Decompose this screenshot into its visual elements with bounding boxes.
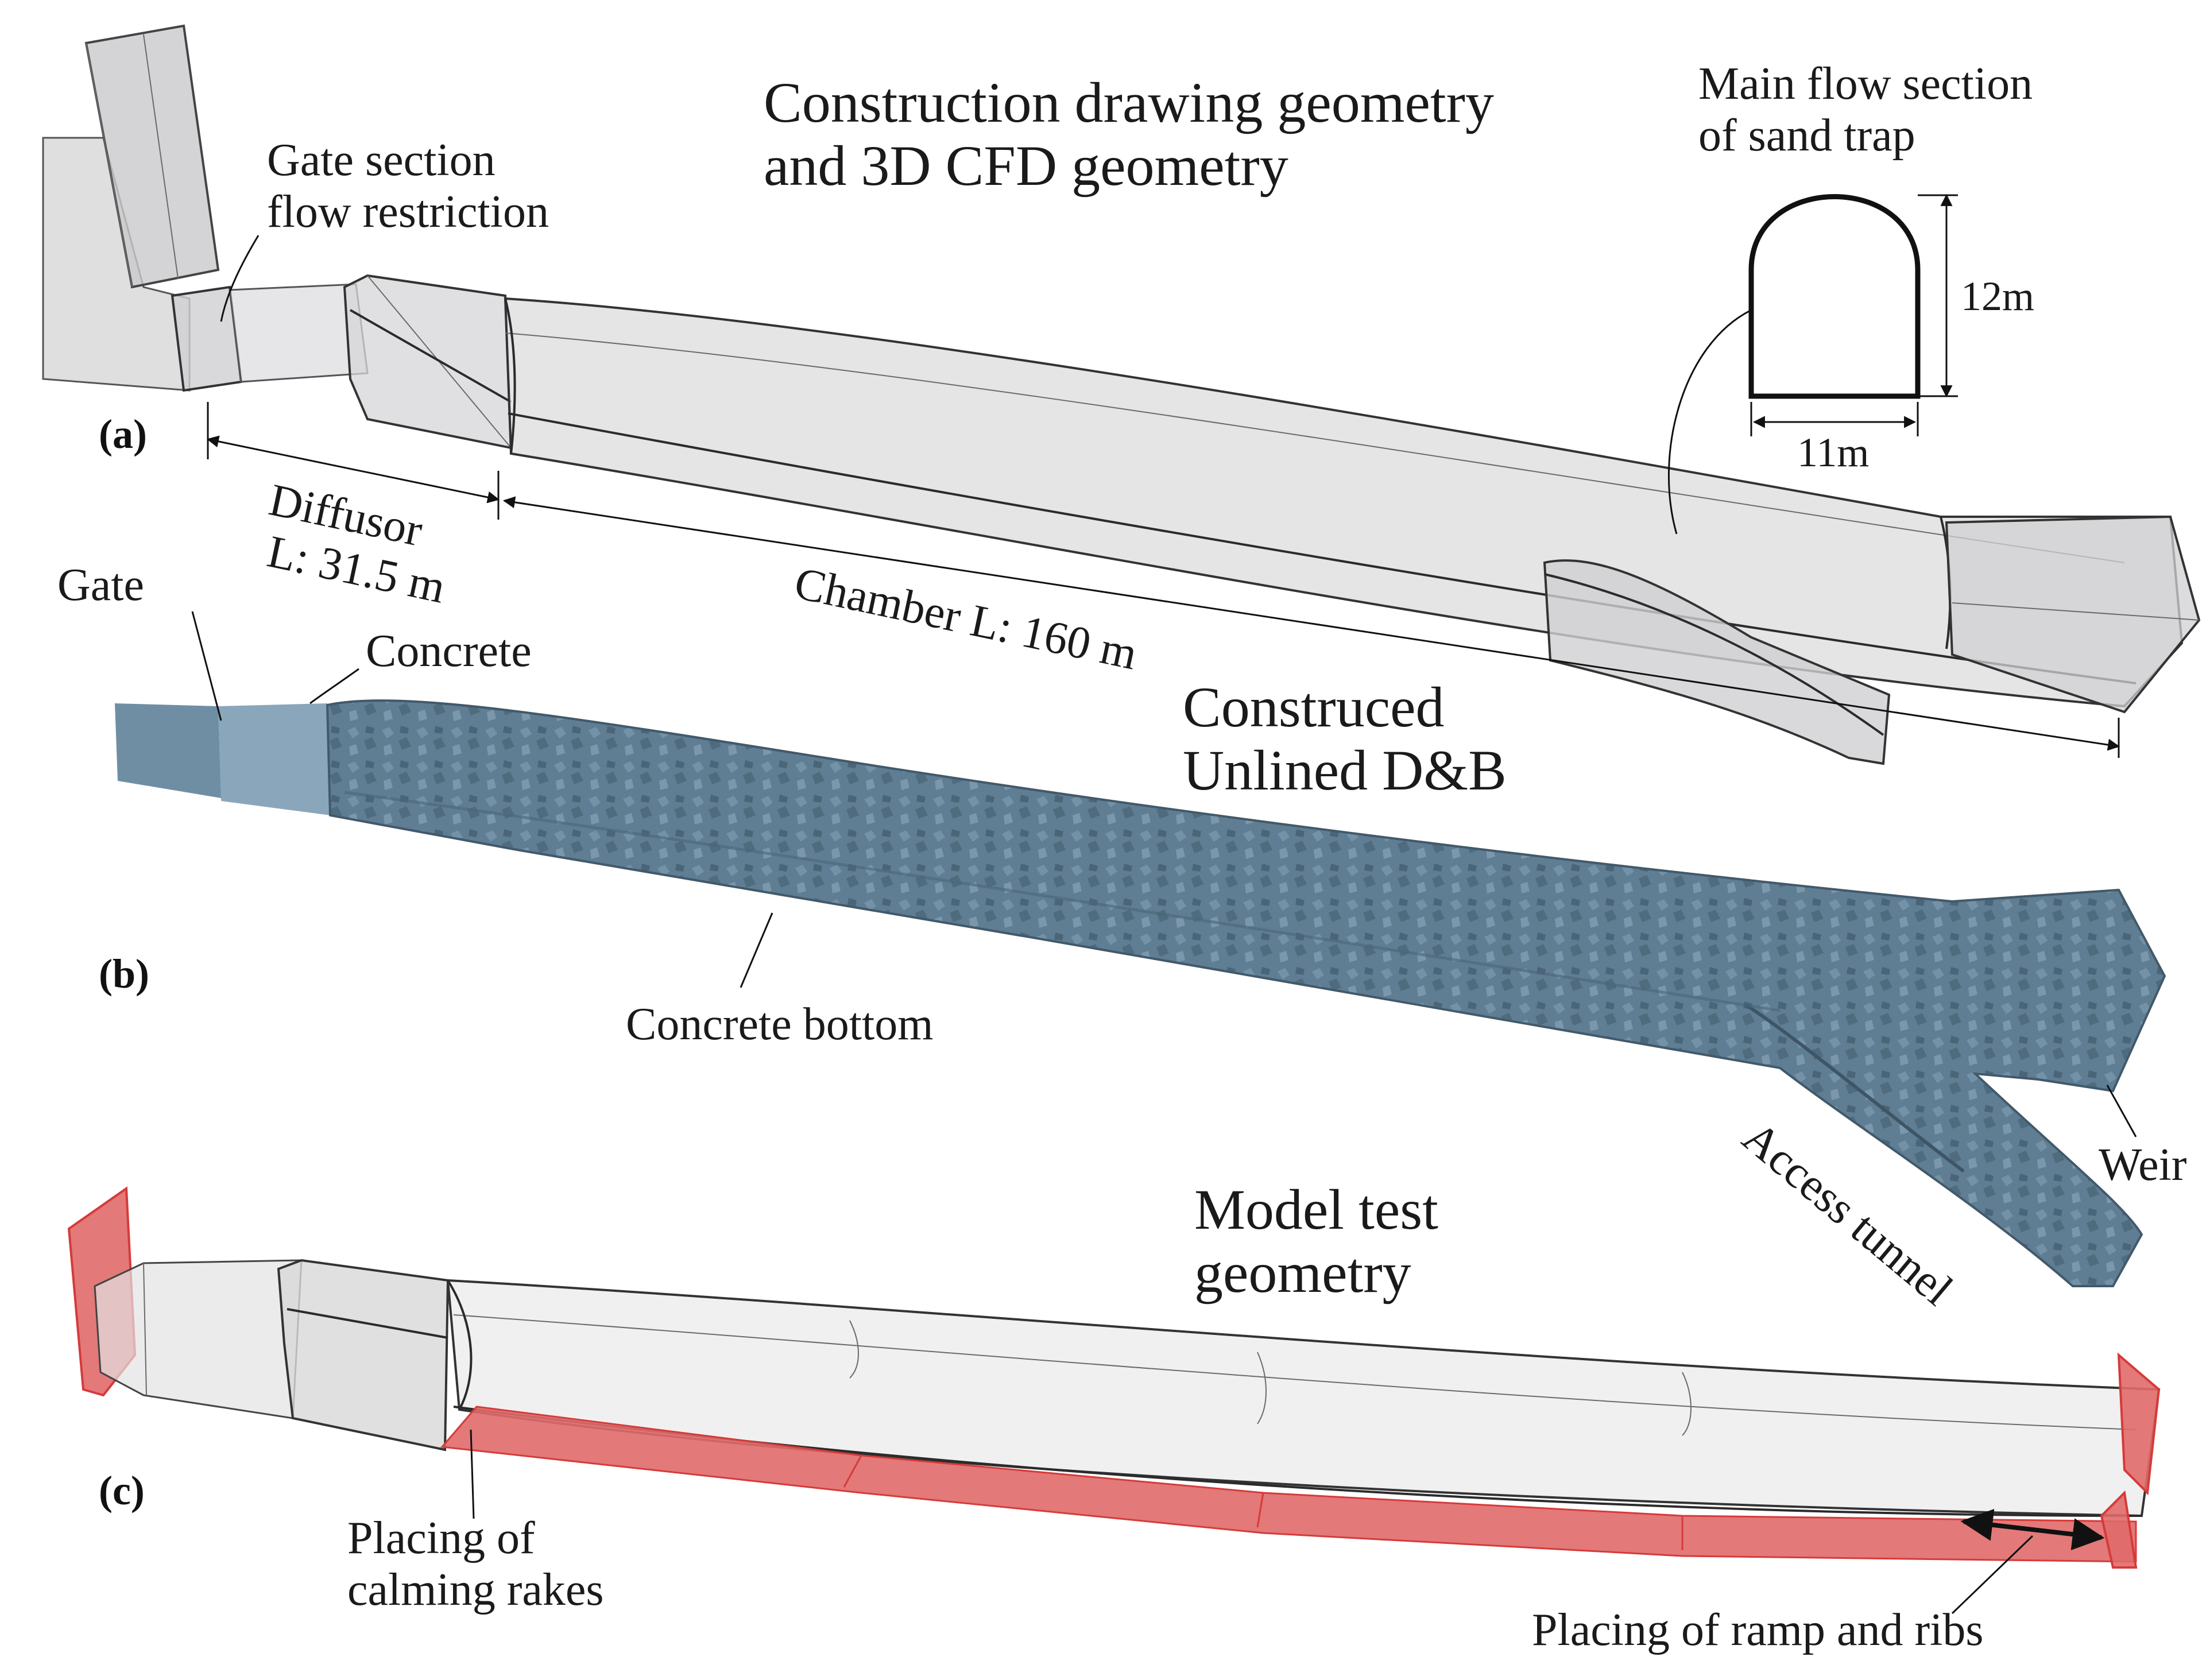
panel-c-geometry	[67, 1186, 2161, 1569]
cross-section-inset	[1748, 193, 1958, 436]
weir-leader	[2106, 1085, 2137, 1137]
bottom-red-band	[440, 1406, 2137, 1563]
calming-label-2: calming rakes	[347, 1565, 603, 1615]
title-a-line1: Construction drawing geometry	[764, 71, 1494, 134]
title-b-line1: Construced	[1183, 675, 1444, 739]
title-b-line2: Unlined D&B	[1183, 738, 1507, 802]
calming-label-1: Placing of	[347, 1513, 535, 1563]
title-c-line1: Model test	[1194, 1178, 1438, 1241]
title-a-line2: and 3D CFD geometry	[764, 134, 1288, 198]
height-label: 12m	[1961, 273, 2034, 319]
main-flow-label-1: Main flow section	[1698, 59, 2033, 109]
gate-section-leader	[220, 235, 260, 322]
gate-block	[115, 703, 221, 798]
horseshoe-section	[1748, 194, 1921, 399]
diffusor-dimension	[206, 435, 500, 504]
weir-label: Weir	[2099, 1140, 2186, 1190]
diffusor	[343, 274, 513, 450]
ramp-ribs-label: Placing of ramp and ribs	[1532, 1605, 1983, 1655]
panel-label-c: (c)	[99, 1468, 145, 1513]
outlet-red-plate-bottom	[2100, 1490, 2138, 1569]
concrete-label: Concrete	[366, 626, 532, 676]
main-flow-label-2: of sand trap	[1698, 110, 1915, 161]
gate-leader	[191, 611, 222, 721]
unlined-tunnel	[326, 699, 2166, 1287]
panel-label-a: (a)	[99, 411, 147, 457]
panel-b-geometry	[115, 699, 2166, 1287]
concrete-block	[218, 703, 330, 815]
panel-label-b: (b)	[99, 951, 149, 997]
outlet-red-plate-top	[2117, 1352, 2161, 1496]
ramp-ribs-leader	[1951, 1535, 2034, 1615]
model-inlet	[94, 1259, 303, 1419]
chamber-label: Chamber L: 160 m	[790, 558, 1141, 680]
chamber-dimension	[502, 496, 2120, 751]
gate-label: Gate	[57, 560, 144, 610]
concrete-leader	[309, 668, 359, 704]
concrete-bottom-leader	[740, 912, 773, 988]
concrete-bottom-label: Concrete bottom	[626, 999, 933, 1050]
gate-section-label-2: flow restriction	[267, 187, 549, 237]
model-chamber	[446, 1279, 2161, 1518]
calming-leader	[470, 1429, 475, 1519]
model-diffusor	[277, 1259, 450, 1451]
ramp-ribs-arrow	[1960, 1509, 2105, 1550]
gate-section-label-1: Gate section	[267, 135, 496, 185]
title-c-line2: geometry	[1194, 1241, 1411, 1304]
width-label: 11m	[1797, 429, 1869, 475]
